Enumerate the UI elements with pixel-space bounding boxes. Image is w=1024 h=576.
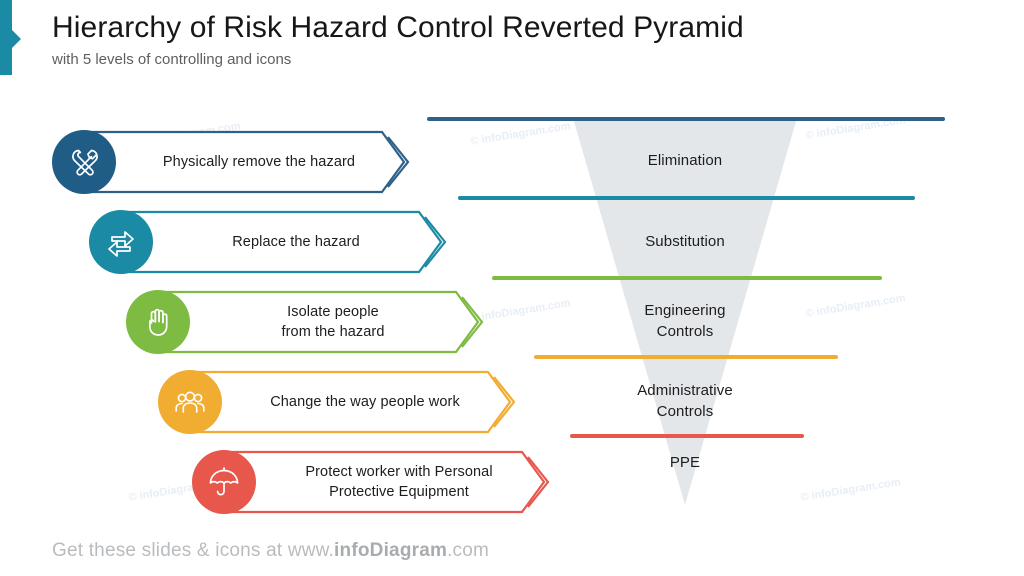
footer-promo: Get these slides & icons at www.infoDiag… (52, 540, 489, 562)
step-label: Isolate people from the hazard (202, 290, 464, 354)
step-label: Physically remove the hazard (128, 130, 390, 194)
pyramid-level-label-line2: Controls (656, 403, 714, 420)
pyramid-divider-line (427, 117, 945, 121)
pyramid-divider-line (458, 196, 915, 200)
hand-stop-icon (126, 290, 190, 354)
pyramid-level-label-line1: Substitution (645, 233, 725, 250)
pyramid-level-label-line1: Administrative (637, 382, 733, 399)
step-label: Change the way people work (234, 370, 496, 434)
wrench-screwdriver-icon (52, 130, 116, 194)
pyramid-level-label-line1: Elimination (647, 152, 723, 169)
pyramid-divider-line (570, 434, 804, 438)
pyramid-level-label: Administrative Controls (585, 380, 785, 422)
left-accent-bar (0, 0, 12, 75)
left-accent-notch-icon (12, 30, 21, 48)
step-label-line1: Protect worker with Personal (305, 464, 493, 480)
pyramid-level-label-line1: Engineering (644, 302, 726, 319)
pyramid-level-label: Substitution (585, 231, 785, 252)
list-item[interactable]: Change the way people work (158, 370, 520, 434)
umbrella-icon (192, 450, 256, 514)
step-label: Protect worker with Personal Protective … (268, 450, 530, 514)
step-label-line1: Replace the hazard (232, 234, 360, 250)
swap-arrows-icon (89, 210, 153, 274)
step-label-line1: Change the way people work (270, 394, 460, 410)
pyramid-level-label: Elimination (585, 150, 785, 171)
group-people-icon (158, 370, 222, 434)
pyramid-triangle-shape (573, 118, 797, 505)
step-label-line1: Isolate people (287, 304, 379, 320)
list-item[interactable]: Replace the hazard (89, 210, 451, 274)
pyramid-divider-line (534, 355, 838, 359)
step-label: Replace the hazard (165, 210, 427, 274)
footer-suffix: .com (447, 540, 490, 561)
footer-brand: infoDiagram (334, 540, 448, 561)
header: Hierarchy of Risk Hazard Control Reverte… (52, 8, 952, 71)
footer-prefix: Get these slides & icons at www. (52, 540, 335, 561)
pyramid-level-label: Engineering Controls (585, 300, 785, 342)
list-item[interactable]: Physically remove the hazard (52, 130, 414, 194)
pyramid-level-label: PPE (585, 452, 785, 473)
step-label-line2: from the hazard (281, 324, 385, 340)
inverted-pyramid: Elimination Substitution Engineering Con… (400, 0, 1024, 576)
pyramid-level-label-line1: PPE (669, 454, 701, 471)
control-steps-list: Physically remove the hazard Replace the… (52, 130, 554, 514)
pyramid-level-label-line2: Controls (656, 323, 714, 340)
page-title: Hierarchy of Risk Hazard Control Reverte… (52, 11, 744, 44)
step-label-line2: Protective Equipment (329, 484, 469, 500)
list-item[interactable]: Protect worker with Personal Protective … (192, 450, 554, 514)
pyramid-divider-line (492, 276, 882, 280)
step-label-line1: Physically remove the hazard (162, 154, 356, 170)
list-item[interactable]: Isolate people from the hazard (126, 290, 488, 354)
page-subtitle: with 5 levels of controlling and icons (52, 51, 292, 68)
